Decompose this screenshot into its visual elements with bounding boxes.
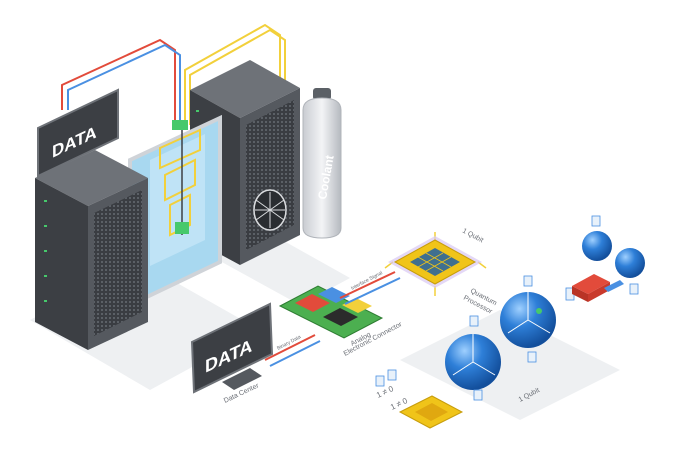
data-center-monitor: DATA Data Center	[190, 302, 274, 405]
fan-icon	[253, 189, 287, 231]
interface-signal-arrows: Interface Signal	[339, 270, 401, 305]
qubit-gate-device	[572, 274, 624, 302]
blue-cable	[67, 43, 181, 125]
quantum-chamber	[128, 114, 222, 309]
qubit-sphere-small-2	[615, 248, 645, 278]
cable-connector	[172, 120, 188, 130]
yellow-cable-1	[184, 23, 281, 125]
ket-cubes	[469, 215, 639, 401]
qubit-label-top: 1 Qubit	[461, 228, 484, 245]
binary-data-arrows: Binary Data	[264, 334, 321, 367]
coolant-tank: Coolant	[302, 88, 342, 239]
red-cable	[61, 38, 176, 125]
qubit-sphere-mid	[500, 292, 556, 348]
qubit-sphere-large	[445, 334, 501, 390]
server-rack-left	[35, 150, 148, 350]
quantum-processor: Quantum Processor	[384, 232, 498, 316]
qubit-sphere-small-1	[582, 231, 612, 261]
